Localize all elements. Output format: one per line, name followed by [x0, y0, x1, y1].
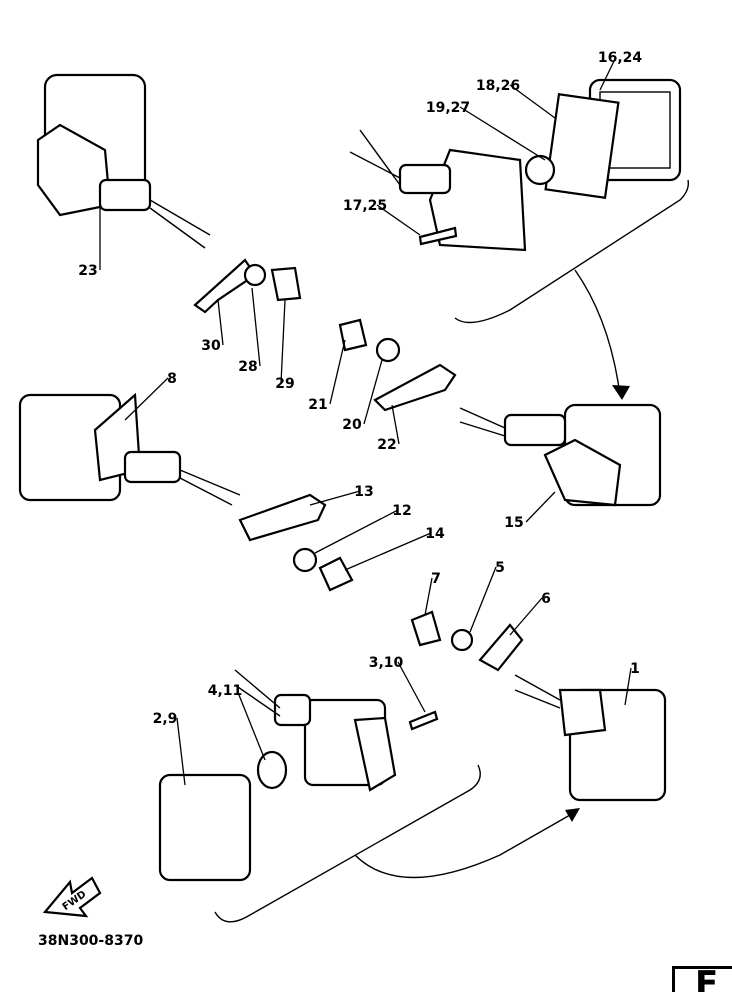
leader-line: [251, 287, 261, 367]
leader-line: [217, 299, 224, 346]
part-label: 20: [342, 417, 362, 433]
part-label: 6: [541, 591, 551, 607]
part-label: 1: [630, 661, 640, 677]
leader-line: [509, 84, 556, 119]
small-parts-upper: [193, 258, 457, 412]
leader-line: [624, 667, 632, 706]
leader-line: [525, 491, 556, 523]
part-label: 2,9: [153, 711, 178, 727]
leader-line: [124, 377, 169, 421]
leader-line: [280, 299, 286, 384]
leader-line: [344, 532, 432, 571]
leader-line: [397, 661, 426, 713]
part-label: 22: [377, 437, 396, 453]
leader-line: [599, 56, 617, 91]
fwd-arrow-icon: FWD: [42, 876, 102, 918]
lamp-rear-left: [158, 669, 580, 923]
leader-line: [509, 597, 543, 636]
leader-line: [363, 359, 383, 425]
part-label: 13: [354, 484, 373, 500]
part-label: 18,26: [476, 78, 520, 94]
part-label: 7: [431, 571, 441, 587]
leader-line: [314, 509, 399, 554]
leader-line: [424, 577, 433, 616]
lamp-front-right: [459, 269, 662, 507]
leader-line: [176, 717, 186, 786]
part-label: 3,10: [369, 655, 404, 671]
part-label: 17,25: [343, 198, 387, 214]
part-label: 15: [504, 515, 523, 531]
leader-line: [459, 106, 546, 161]
page-letter: F: [672, 966, 732, 992]
leader-line: [236, 689, 266, 761]
part-label: 5: [495, 560, 505, 576]
leader-line: [469, 566, 497, 633]
small-parts-middle: [238, 493, 524, 672]
part-label: 4,11: [208, 683, 243, 699]
lamp-front-left: [36, 73, 211, 249]
lamp-rear-right: [349, 78, 690, 324]
part-label: 14: [425, 526, 445, 542]
lamp-rear-right-lower: [514, 674, 667, 802]
part-label: 19,27: [426, 100, 470, 116]
part-label: 29: [275, 376, 294, 392]
part-label: 23: [78, 263, 97, 279]
part-label: 8: [167, 371, 177, 387]
leader-line: [309, 490, 361, 506]
lamp-front-left-lower: [18, 392, 241, 506]
part-label: 16,24: [598, 50, 643, 66]
leader-line: [329, 339, 346, 405]
part-label: 12: [392, 503, 411, 519]
part-label: 21: [308, 397, 327, 413]
leader-line: [376, 204, 421, 236]
part-label: 28: [238, 359, 257, 375]
part-label: 30: [201, 338, 221, 354]
leader-line: [391, 404, 400, 445]
drawing-code: 38N300-8370: [38, 933, 144, 949]
